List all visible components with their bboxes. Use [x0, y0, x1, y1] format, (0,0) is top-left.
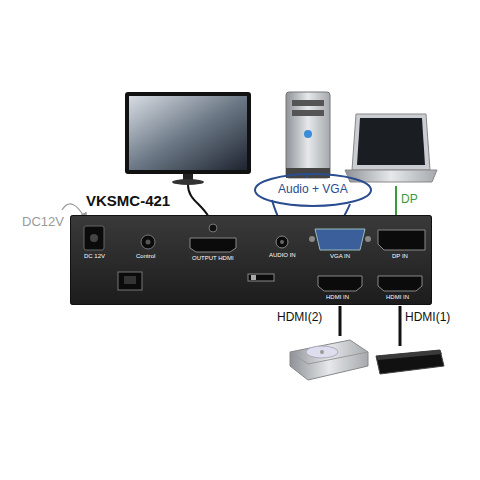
laptop-illustration [345, 114, 437, 182]
switch-panel-part [90, 234, 98, 242]
game-console-illustration-part [376, 350, 444, 374]
switch-panel-part [209, 224, 217, 232]
switch-panel-part [118, 272, 142, 290]
switch-panel-part [141, 235, 155, 249]
wires-part [306, 174, 308, 178]
laptop-illustration-part [352, 114, 430, 170]
power-label: DC12V [22, 215, 64, 229]
switch-panel-part [276, 236, 288, 248]
pc-illustration-part [286, 92, 330, 178]
tv-illustration [125, 92, 251, 185]
signal-label: HDMI(2) [277, 311, 322, 324]
tv-illustration-part [125, 92, 251, 174]
port-label: VGA IN [330, 253, 350, 260]
game-console-illustration-part [376, 350, 442, 360]
switch-panel-part [280, 240, 284, 244]
wires-part [399, 306, 402, 346]
dvd-player-illustration-part [320, 350, 324, 354]
switch-panel-part [124, 276, 136, 284]
pc-illustration-part [286, 168, 330, 178]
dvd-player-illustration-part [290, 340, 368, 380]
switch-panel-part [378, 230, 425, 250]
pc-illustration [286, 92, 330, 178]
dvd-player-illustration [290, 340, 368, 380]
port-label: OUTPUT HDMI [192, 255, 234, 262]
signal-label: DP [401, 193, 418, 206]
pc-illustration-part [292, 110, 324, 116]
model-name: VKSMC-421 [86, 192, 170, 209]
tv-illustration-part [172, 179, 204, 185]
laptop-illustration-part [357, 118, 425, 165]
port-label: AUDIO IN [269, 252, 296, 259]
switch-panel-part [318, 276, 362, 291]
tv-illustration-part [129, 96, 247, 170]
switch-panel-part [70, 215, 432, 305]
switch-panel-part [190, 238, 236, 252]
switch-panel [70, 215, 432, 305]
game-console-illustration [376, 350, 444, 374]
switch-panel-part [378, 276, 422, 291]
signal-label: HDMI(1) [405, 311, 450, 324]
pc-illustration-part [304, 130, 312, 138]
switch-panel-part [315, 229, 365, 250]
switch-panel-part [365, 236, 371, 242]
switch-panel-part [309, 236, 315, 242]
switch-box: VKSMC-421 [70, 215, 432, 305]
port-label: HDMI IN [386, 294, 409, 301]
port-label: Control [136, 253, 155, 260]
dvd-player-illustration-part [306, 346, 338, 358]
switch-panel-part [251, 275, 256, 280]
switch-panel-part [146, 240, 151, 245]
port-label: HDMI IN [326, 294, 349, 301]
signal-label: Audio + VGA [278, 183, 348, 196]
switch-panel-part [84, 226, 104, 250]
port-label: DC 12V [84, 253, 105, 260]
pc-illustration-part [292, 100, 324, 106]
switch-panel-part [248, 274, 274, 281]
port-label: DP IN [392, 253, 408, 260]
wires-part [339, 306, 342, 336]
